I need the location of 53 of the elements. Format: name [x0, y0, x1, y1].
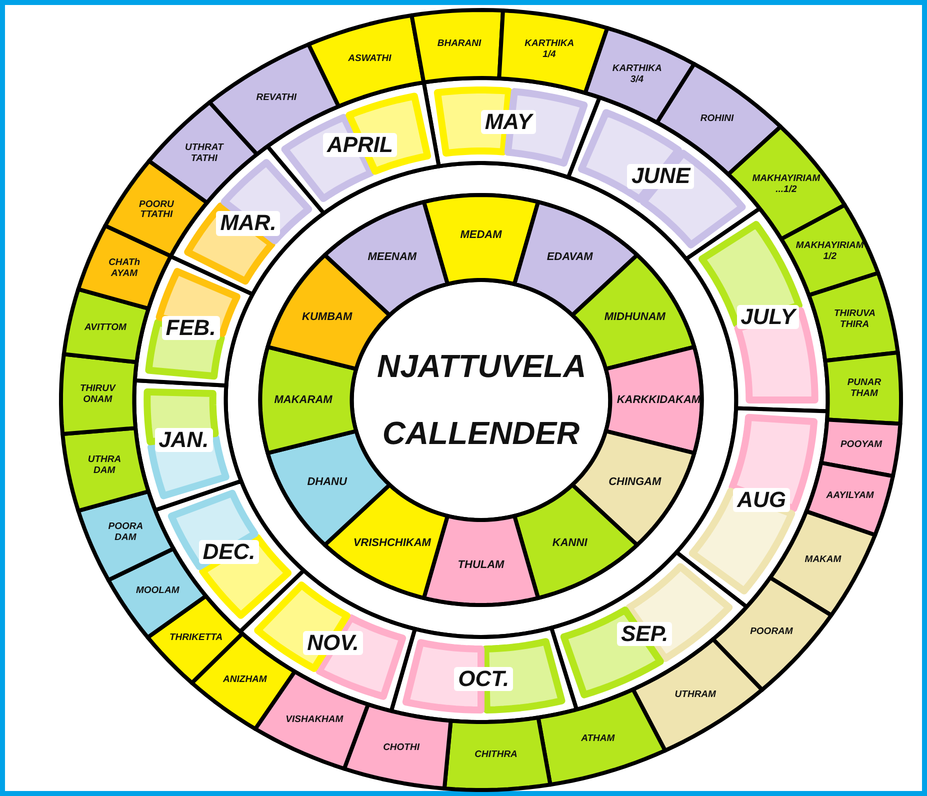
star-label: KARTHIKA 1/4	[524, 38, 574, 61]
star-label: POOYAM	[840, 440, 882, 452]
sign-label: CHINGAM	[608, 476, 662, 489]
star-label: ROHINI	[700, 114, 734, 125]
month-label: NOV.	[303, 630, 363, 655]
sign-label: MEENAM	[368, 250, 417, 264]
month-label: FEB.	[162, 316, 220, 340]
month-label: OCT.	[454, 666, 514, 692]
month-label: SEP.	[616, 622, 672, 646]
sign-label: MEDAM	[460, 228, 502, 242]
star-label: POORA DAM	[108, 522, 143, 544]
star-label: MAKHAYIRIAM ...1/2	[752, 174, 820, 196]
star-label: MAKHAYIRIAM 1/2	[796, 241, 864, 264]
star-label: POORU TTATHI	[139, 200, 174, 222]
star-label: MAKAM	[804, 555, 842, 566]
star-label: ATHAM	[581, 734, 615, 744]
star-label: BHARANI	[437, 39, 482, 50]
star-label: UTHRAT TATHI	[184, 142, 224, 165]
star-label: CHOTHI	[383, 742, 420, 754]
month-label: AUG	[733, 488, 790, 512]
month-label: APRIL	[322, 132, 397, 157]
star-label: AVITTOM	[84, 322, 126, 334]
star-label: VISHAKHAM	[286, 715, 344, 726]
star-label: ANIZHAM	[223, 675, 267, 686]
star-label: PUNAR THAM	[847, 378, 882, 400]
star-label: MOOLAM	[136, 586, 180, 597]
sign-label: VRISHCHIKAM	[353, 536, 431, 550]
star-label: POORAM	[750, 626, 793, 638]
sign-label: KUMBAM	[302, 311, 352, 324]
star-label: AAYILYAM	[826, 491, 874, 502]
sign-label: MAKARAM	[274, 394, 332, 406]
month-label: MAR.	[216, 211, 280, 236]
star-label: ASWATHI	[348, 54, 392, 65]
month-label: MAY	[480, 110, 536, 134]
star-label: THIRUV ONAM	[80, 384, 116, 406]
star-label: CHITHRA	[474, 750, 518, 762]
sign-label: MIDHUNAM	[604, 311, 666, 324]
star-label: THIRUVA THIRA	[834, 308, 876, 331]
month-label: JAN.	[154, 428, 213, 452]
month-label: DEC.	[198, 540, 260, 564]
star-label: REVATHI	[256, 93, 297, 104]
star-label: CHATh AYAM	[108, 258, 140, 280]
sign-label: KANNI	[552, 536, 588, 550]
sign-label: THULAM	[458, 558, 504, 572]
month-label: JUNE	[627, 164, 694, 189]
calendar-title: NJATTUVELA CALLENDER	[377, 346, 585, 453]
sign-label: DHANU	[307, 476, 347, 489]
sign-label: EDAVAM	[546, 250, 593, 264]
month-label: JULY	[736, 305, 800, 330]
star-label: UTHRAM	[674, 690, 716, 701]
star-label: UTHRA DAM	[88, 455, 121, 478]
star-label: THRIKETTA	[170, 632, 223, 644]
star-label: KARTHIKA 3/4	[612, 64, 662, 86]
